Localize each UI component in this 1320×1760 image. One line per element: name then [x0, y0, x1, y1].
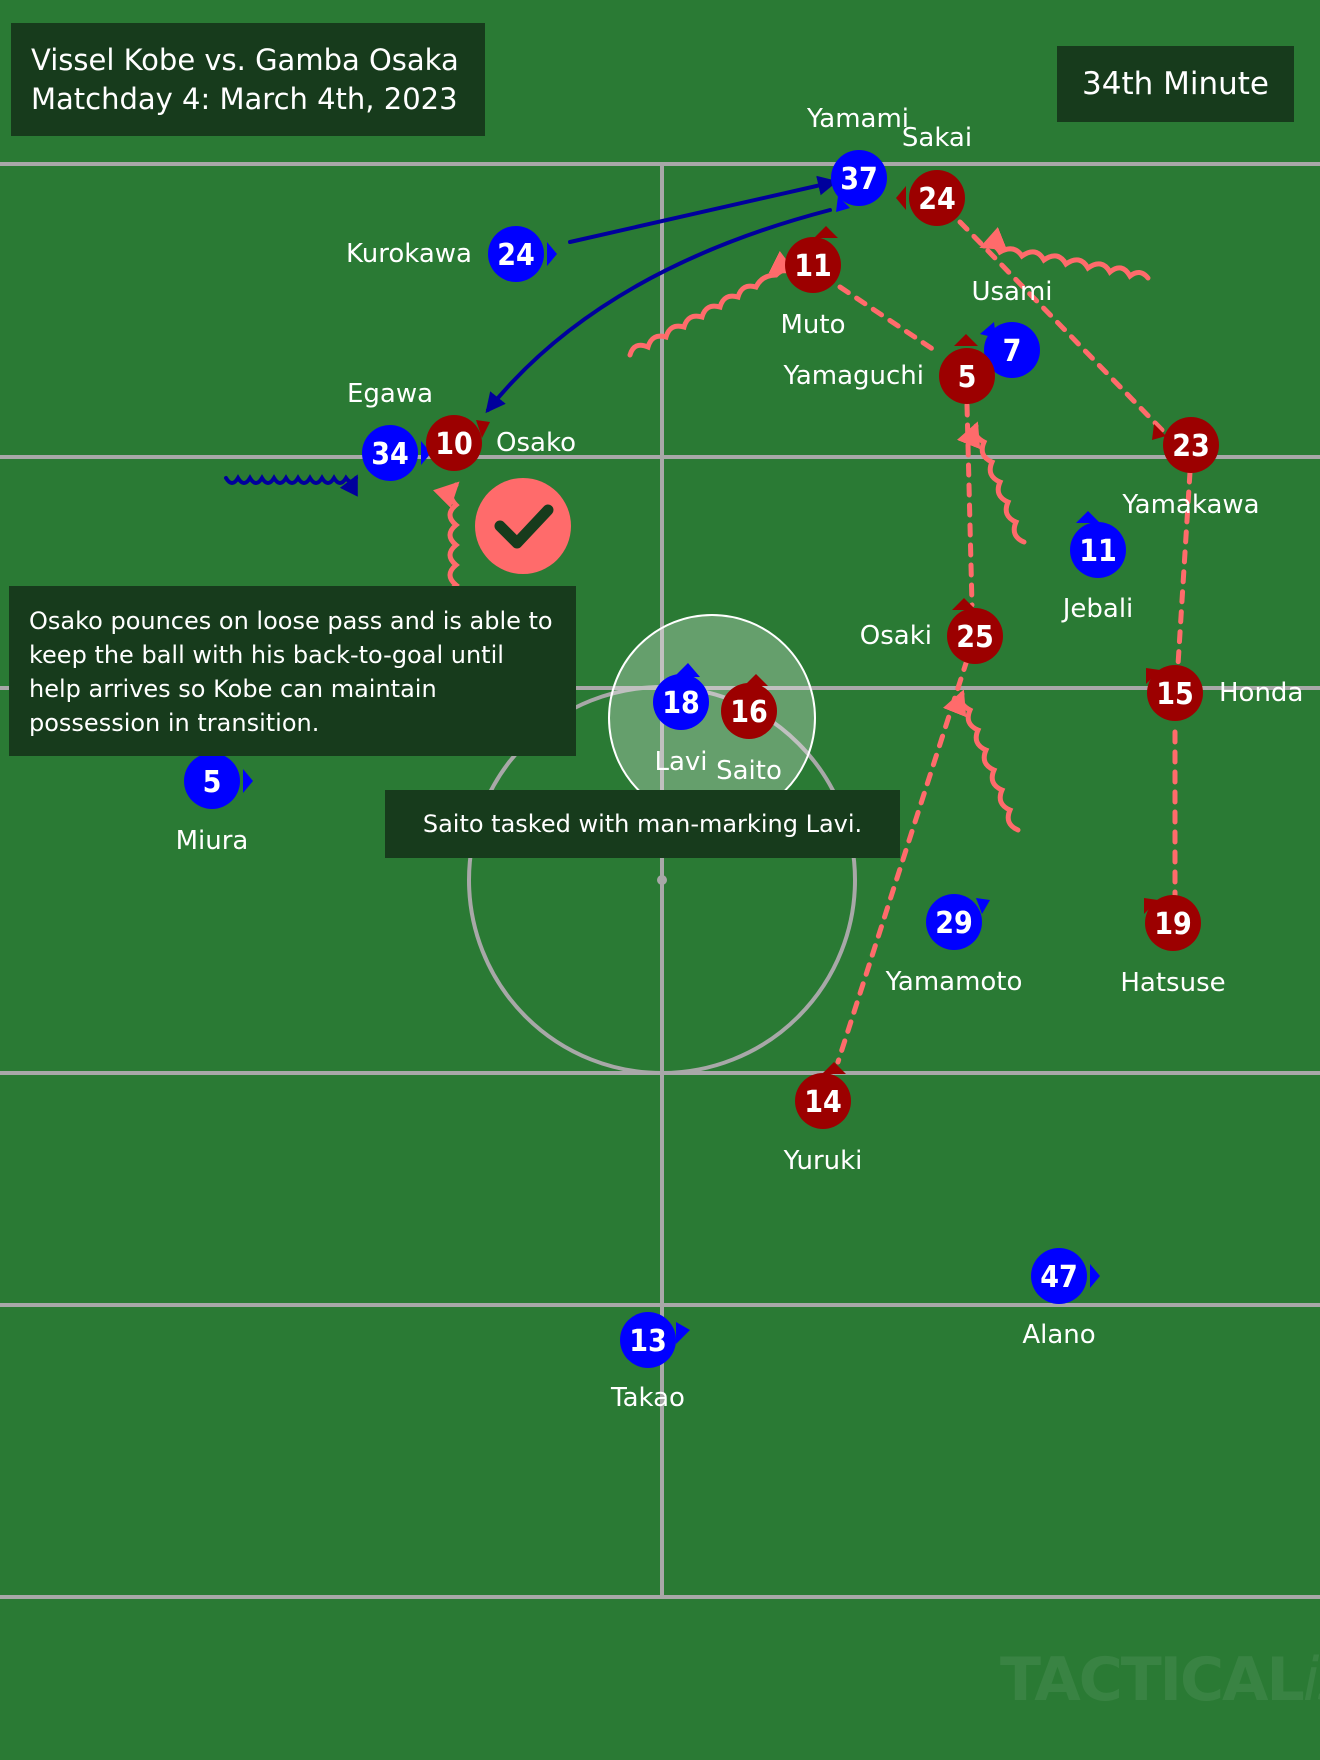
svg-text:Usami: Usami	[971, 277, 1052, 307]
svg-text:Takao: Takao	[610, 1383, 685, 1413]
svg-text:34: 34	[371, 437, 409, 472]
svg-text:Yuruki: Yuruki	[783, 1146, 863, 1176]
svg-text:Osako: Osako	[496, 428, 576, 458]
svg-text:18: 18	[662, 686, 700, 721]
svg-text:Yamami: Yamami	[806, 104, 909, 134]
svg-text:Honda: Honda	[1219, 678, 1303, 708]
run-wavy-sakai	[979, 226, 1151, 281]
player-kobe-7: 7 Usami	[971, 277, 1053, 378]
note-saito: Saito tasked with man-marking Lavi.	[385, 790, 900, 858]
run-wavy-muto	[627, 250, 797, 358]
player-kobe-37: 37 Yamami	[806, 104, 909, 212]
svg-text:Yamamoto: Yamamoto	[885, 967, 1023, 997]
note-osako: Osako pounces on loose pass and is able …	[9, 586, 576, 756]
player-gamba-10: 10 Osako	[426, 415, 576, 471]
svg-text:Lavi: Lavi	[654, 747, 707, 777]
svg-text:Jebali: Jebali	[1061, 594, 1134, 624]
svg-text:Saito: Saito	[716, 756, 782, 786]
player-gamba-19: 19 Hatsuse	[1120, 895, 1226, 998]
run-wavy-egawa	[224, 474, 358, 497]
svg-text:Yamakawa: Yamakawa	[1121, 490, 1259, 520]
kobe-players: 37 Yamami 24 Kurokawa 34 Egawa 7 Usami 1…	[176, 104, 1134, 1413]
match-title-box: Vissel Kobe vs. Gamba Osaka Matchday 4: …	[11, 23, 485, 136]
gamba-runs	[433, 219, 1193, 1065]
player-kobe-18: 18 Lavi	[653, 663, 709, 777]
run-wavy-osako	[433, 481, 460, 608]
player-kobe-5: 5 Miura	[176, 753, 253, 856]
match-minute: 34th Minute	[1057, 46, 1294, 122]
player-gamba-25: 25 Osaki	[860, 598, 1003, 664]
svg-text:Alano: Alano	[1022, 1320, 1095, 1350]
svg-text:13: 13	[629, 1324, 667, 1359]
svg-text:Miura: Miura	[176, 826, 249, 856]
player-kobe-34: 34 Egawa	[347, 379, 433, 481]
player-kobe-24: 24 Kurokawa	[346, 226, 557, 282]
svg-text:16: 16	[730, 695, 768, 730]
player-kobe-11: 11 Jebali	[1061, 511, 1134, 624]
player-gamba-16: 16 Saito	[716, 674, 782, 786]
run-muto-yamaguchi	[837, 284, 940, 355]
svg-text:29: 29	[935, 906, 973, 941]
player-gamba-15: 15 Honda	[1146, 665, 1303, 721]
center-spot	[657, 875, 667, 885]
svg-text:5: 5	[958, 360, 977, 395]
svg-text:7: 7	[1003, 334, 1022, 369]
svg-text:Sakai: Sakai	[902, 123, 972, 153]
watermark-logo: TACTICALista	[1000, 1645, 1320, 1715]
svg-text:Muto: Muto	[780, 310, 845, 340]
run-yamaguchi-osaki	[964, 402, 975, 608]
checkmark-icon	[475, 478, 571, 574]
svg-text:Hatsuse: Hatsuse	[1120, 968, 1225, 998]
kobe-passes	[224, 175, 838, 497]
player-kobe-13: 13 Takao	[610, 1312, 690, 1413]
svg-text:5: 5	[203, 765, 222, 800]
pass-kurokawa-yamami	[568, 175, 838, 244]
svg-text:24: 24	[918, 182, 956, 217]
svg-text:Egawa: Egawa	[347, 379, 433, 409]
pass-yamami-osako	[485, 208, 832, 414]
player-kobe-47: 47 Alano	[1022, 1248, 1100, 1350]
player-kobe-29: 29 Yamamoto	[885, 894, 1023, 997]
svg-text:Osaki: Osaki	[860, 621, 932, 651]
svg-text:37: 37	[840, 162, 878, 197]
player-gamba-23: 23 Yamakawa	[1121, 417, 1260, 520]
gamba-players: 24 Sakai 11 Muto 5 Yamaguchi 10 Osako 23…	[426, 123, 1303, 1176]
player-gamba-11: 11 Muto	[780, 226, 846, 340]
svg-text:14: 14	[804, 1085, 842, 1120]
run-wavy-yamaguchi	[956, 421, 1027, 545]
match-title: Vissel Kobe vs. Gamba Osaka	[31, 43, 459, 77]
svg-text:15: 15	[1156, 677, 1194, 712]
player-gamba-5: 5 Yamaguchi	[783, 334, 995, 404]
svg-text:11: 11	[1079, 534, 1117, 569]
player-gamba-24: 24 Sakai	[896, 123, 972, 226]
match-date: Matchday 4: March 4th, 2023	[31, 82, 458, 116]
svg-text:47: 47	[1040, 1260, 1078, 1295]
svg-text:24: 24	[497, 238, 535, 273]
svg-text:23: 23	[1172, 429, 1210, 464]
run-yamakawa-honda	[1175, 469, 1193, 668]
svg-text:11: 11	[794, 249, 832, 284]
svg-text:10: 10	[435, 427, 473, 462]
svg-text:25: 25	[956, 620, 994, 655]
run-wavy-osaki	[942, 689, 1021, 833]
run-sakai-yamakawa	[957, 219, 1165, 433]
svg-text:Yamaguchi: Yamaguchi	[783, 361, 924, 391]
svg-text:Kurokawa: Kurokawa	[346, 239, 472, 269]
run-osaki-yuruki	[835, 657, 970, 1065]
svg-text:19: 19	[1154, 907, 1192, 942]
player-gamba-14: 14 Yuruki	[783, 1062, 863, 1176]
